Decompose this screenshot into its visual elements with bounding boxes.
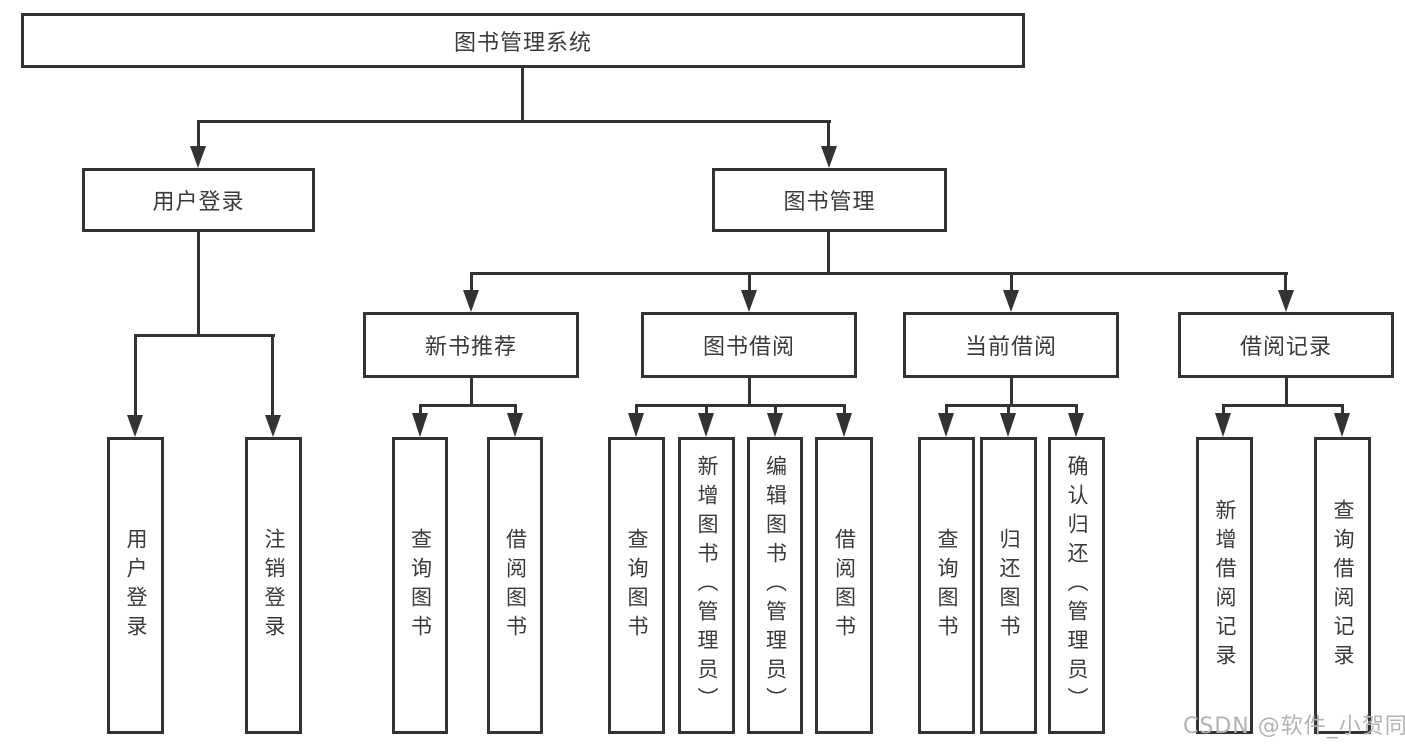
leaf-confirm-return-admin: 确认归还（管理员） [1048, 437, 1105, 734]
section-label: 新书推荐 [424, 335, 517, 360]
connector-line [197, 120, 831, 123]
connector-line [1222, 404, 1225, 414]
node-new-book-recommend: 新书推荐 [363, 312, 579, 378]
connector-line [197, 123, 200, 148]
leaf-add-book-admin: 新增图书（管理员） [678, 437, 735, 734]
leaf-label: 新增图书（管理员） [695, 455, 720, 716]
connector-line [827, 123, 830, 148]
connector-line [419, 404, 422, 414]
leaf-query-book: 查询图书 [918, 437, 975, 734]
connector-line [843, 404, 846, 414]
connector-line [635, 404, 638, 414]
node-user-login: 用户登录 [82, 168, 315, 232]
node-current-borrow: 当前借阅 [903, 312, 1119, 378]
arrowhead [1068, 413, 1084, 437]
leaf-label: 查询借阅记录 [1331, 498, 1356, 673]
leaf-label: 编辑图书（管理员） [763, 455, 788, 716]
section-label: 当前借阅 [964, 335, 1057, 360]
arrowhead [698, 413, 714, 437]
leaf-label: 用户登录 [124, 527, 149, 644]
connector-line [1075, 404, 1078, 414]
leaf-logout: 注销登录 [245, 437, 302, 734]
leaf-label: 确认归还（管理员） [1065, 455, 1090, 716]
leaf-label: 查询图书 [408, 527, 433, 644]
connector-line [635, 404, 846, 407]
arrowhead [1278, 290, 1294, 312]
connector-line [1007, 404, 1010, 414]
connector-line [827, 232, 830, 275]
connector-line [470, 272, 1288, 275]
arrowhead [1000, 413, 1016, 437]
leaf-return-book: 归还图书 [980, 437, 1037, 734]
arrowhead [463, 290, 479, 312]
arrowhead [938, 413, 954, 437]
leaf-label: 注销登录 [262, 527, 287, 644]
leaf-borrow-book: 借阅图书 [815, 437, 873, 734]
connector-line [945, 404, 1078, 407]
connector-line [1010, 275, 1013, 293]
leaf-label: 查询图书 [935, 527, 960, 644]
node-root-label: 图书管理系统 [453, 30, 592, 56]
node-book-mgmt-label: 图书管理 [783, 190, 876, 215]
connector-line [1285, 378, 1288, 405]
section-label: 图书借阅 [702, 335, 795, 360]
arrowhead [507, 413, 523, 437]
node-book-mgmt: 图书管理 [712, 168, 947, 232]
arrowhead [190, 146, 206, 168]
leaf-user-login: 用户登录 [107, 437, 164, 734]
leaf-edit-book-admin: 编辑图书（管理员） [747, 437, 803, 734]
leaf-label: 归还图书 [997, 527, 1022, 644]
arrowhead [265, 415, 281, 437]
leaf-label: 借阅图书 [832, 527, 857, 644]
arrowhead [821, 146, 837, 168]
leaf-query-borrow-record: 查询借阅记录 [1314, 437, 1371, 734]
connector-line [470, 275, 473, 293]
leaf-query-book: 查询图书 [392, 437, 448, 734]
connector-line [748, 275, 751, 293]
connector-line [705, 404, 708, 414]
connector-line [419, 404, 517, 407]
leaf-label: 借阅图书 [503, 527, 528, 644]
connector-line [945, 404, 948, 414]
section-label: 借阅记录 [1239, 335, 1332, 360]
leaf-add-borrow-record: 新增借阅记录 [1196, 437, 1253, 734]
node-root: 图书管理系统 [21, 13, 1025, 68]
leaf-label: 新增借阅记录 [1213, 498, 1238, 673]
connector-line [1222, 404, 1344, 407]
connector-line [1284, 275, 1287, 293]
arrowhead [412, 413, 428, 437]
connector-line [748, 378, 751, 405]
connector-line [1341, 404, 1344, 414]
watermark: CSDN @软件_小贺同学 [1183, 714, 1405, 739]
connector-line [521, 68, 524, 123]
arrowhead [1215, 413, 1231, 437]
connector-line [271, 337, 274, 417]
connector-line [1010, 378, 1013, 405]
arrowhead [127, 415, 143, 437]
leaf-query-book: 查询图书 [608, 437, 665, 734]
connector-line [134, 334, 275, 337]
arrowhead [1334, 413, 1350, 437]
node-borrow-record: 借阅记录 [1178, 312, 1394, 378]
leaf-label: 查询图书 [625, 527, 650, 644]
connector-line [197, 232, 200, 337]
arrowhead [628, 413, 644, 437]
arrowhead [767, 413, 783, 437]
node-user-login-label: 用户登录 [152, 190, 245, 215]
arrowhead [1003, 290, 1019, 312]
node-book-borrow: 图书借阅 [641, 312, 857, 378]
connector-line [774, 404, 777, 414]
connector-line [514, 404, 517, 414]
arrowhead [741, 290, 757, 312]
connector-line [134, 337, 137, 417]
arrowhead [836, 413, 852, 437]
connector-line [470, 378, 473, 405]
leaf-borrow-book: 借阅图书 [487, 437, 543, 734]
